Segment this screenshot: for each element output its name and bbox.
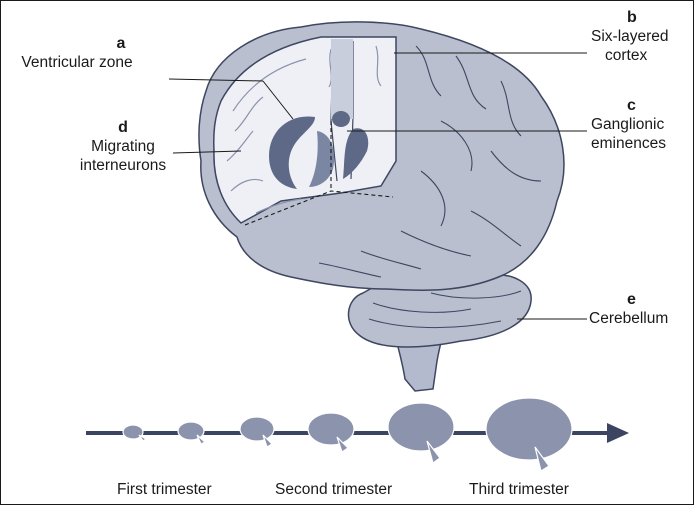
timeline-brains [123,398,572,471]
label-a-letter: a [61,35,181,53]
label-c-line2: eminences [591,134,691,153]
label-d-letter: d [73,119,173,137]
label-c-line1: Ganglionic [591,115,691,134]
timeline-first-trimester: First trimester [117,480,212,499]
label-ventricular-zone: a Ventricular zone [61,35,181,72]
label-migrating-interneurons: d Migrating interneurons [73,119,173,175]
label-b-line2: cortex [591,46,691,65]
label-d-line1: Migrating [73,137,173,156]
timeline-third-trimester: Third trimester [469,480,569,499]
label-b-letter: b [591,9,691,27]
label-cerebellum: e Cerebellum [589,291,693,328]
label-d-line2: interneurons [73,156,173,175]
label-six-layered-cortex: b Six-layered cortex [591,9,691,65]
label-e-letter: e [589,291,693,309]
label-c-letter: c [591,97,691,115]
timeline-second-trimester: Second trimester [275,480,392,499]
label-a-text: Ventricular zone [21,54,132,71]
timeline-arrowhead [607,423,629,443]
label-e-text: Cerebellum [589,309,693,328]
label-b-line1: Six-layered [591,27,691,46]
label-ganglionic-eminences: c Ganglionic eminences [591,97,691,153]
